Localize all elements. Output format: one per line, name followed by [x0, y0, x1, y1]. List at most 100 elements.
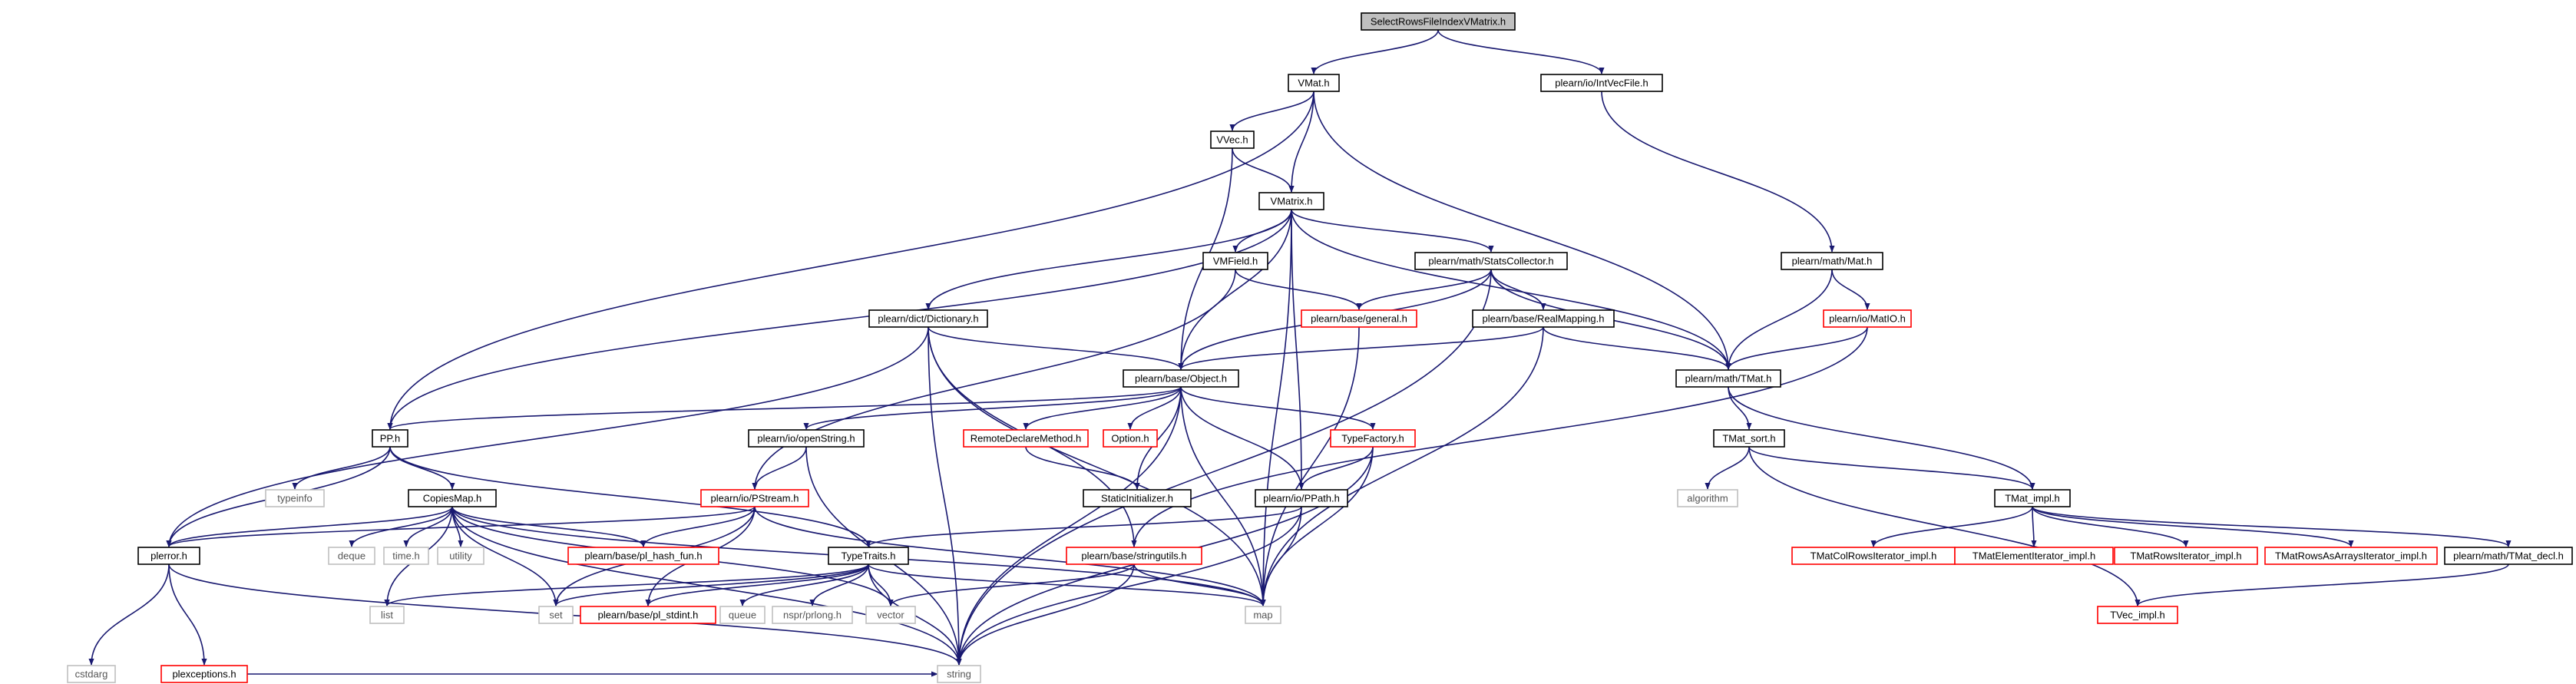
node-label: algorithm [1687, 492, 1728, 504]
node-plerror[interactable]: plerror.h [137, 547, 200, 565]
node-realmapping[interactable]: plearn/base/RealMapping.h [1472, 309, 1615, 328]
edge-typetraits-to-vector [868, 563, 894, 606]
node-typetraits[interactable]: TypeTraits.h [828, 547, 909, 565]
node-box [1823, 309, 1912, 328]
node-box [1677, 489, 1738, 507]
node-box [1255, 489, 1348, 507]
node-matio[interactable]: plearn/io/MatIO.h [1823, 309, 1912, 328]
edge-tmatsort-to-algorithm [1705, 446, 1750, 490]
node-box [437, 547, 484, 565]
node-box [567, 547, 719, 565]
node-vmatrix[interactable]: VMatrix.h [1258, 192, 1324, 210]
edge-object-to-remotedeclare [1023, 386, 1182, 430]
node-box [1675, 369, 1781, 388]
node-box [2097, 606, 2178, 624]
node-stringutils[interactable]: plearn/base/stringutils.h [1066, 547, 1202, 565]
node-remotedeclare[interactable]: RemoteDeclareMethod.h [963, 429, 1089, 448]
node-copiesmap[interactable]: CopiesMap.h [408, 489, 497, 507]
edge-vmat-to-tmat [1313, 91, 1731, 370]
node-tmat[interactable]: plearn/math/TMat.h [1675, 369, 1781, 388]
edge-vmat-to-vvec [1229, 91, 1314, 131]
edge-tmat-to-tmatsort [1728, 386, 1752, 430]
node-label: TMatRowsIterator_impl.h [2130, 550, 2241, 561]
edge-intvecfile-to-mat [1601, 91, 1835, 253]
node-box [1210, 131, 1255, 149]
edge-stringutils-to-string [956, 563, 1135, 666]
node-tmatelement[interactable]: TMatElementIterator_impl.h [1954, 547, 2114, 565]
node-box [1301, 309, 1417, 328]
node-label: TypeFactory.h [1341, 432, 1404, 444]
node-label: vector [877, 609, 904, 620]
node-label: typeinfo [277, 492, 312, 504]
edge-general-to-map [1260, 326, 1360, 606]
node-staticinit[interactable]: StaticInitializer.h [1083, 489, 1192, 507]
edge-statscollector-to-string [956, 269, 1492, 666]
node-dictionary[interactable]: plearn/dict/Dictionary.h [868, 309, 988, 328]
edge-matio-to-tmat [1725, 326, 1868, 370]
edge-object-to-pp [387, 386, 1182, 430]
edge-pstream-to-plerror [166, 506, 756, 547]
node-vmfield[interactable]: VMField.h [1202, 252, 1268, 270]
node-tmatimpl[interactable]: TMat_impl.h [1994, 489, 2071, 507]
node-typefactory[interactable]: TypeFactory.h [1330, 429, 1416, 448]
node-box [160, 665, 248, 683]
node-vvec[interactable]: VVec.h [1210, 131, 1255, 149]
node-tmatrowsasarrays[interactable]: TMatRowsAsArraysIterator_impl.h [2264, 547, 2438, 565]
node-vmat[interactable]: VMat.h [1288, 74, 1340, 92]
node-plstdint[interactable]: plearn/base/pl_stdint.h [580, 606, 716, 624]
node-label: TMatColRowsIterator_impl.h [1810, 550, 1937, 561]
edge-vmatrix-to-pp [387, 209, 1292, 430]
node-tvecimpl[interactable]: TVec_impl.h [2097, 606, 2178, 624]
node-general[interactable]: plearn/base/general.h [1301, 309, 1417, 328]
node-label: plearn/io/openString.h [757, 432, 855, 444]
node-label: plexceptions.h [172, 668, 236, 679]
edge-pstream-to-plhashfun [640, 506, 756, 547]
node-label: PP.h [380, 432, 401, 444]
node-box [1288, 74, 1340, 92]
node-box [1781, 252, 1883, 270]
node-box [1713, 429, 1785, 448]
node-intvecfile[interactable]: plearn/io/IntVecFile.h [1540, 74, 1663, 92]
node-label: queue [729, 609, 756, 620]
node-ppath[interactable]: plearn/io/PPath.h [1255, 489, 1348, 507]
node-box [1123, 369, 1239, 388]
node-openstring[interactable]: plearn/io/openString.h [748, 429, 865, 448]
node-label: TMat_impl.h [2005, 492, 2060, 504]
node-box [580, 606, 716, 624]
node-tmatcolrows[interactable]: TMatColRowsIterator_impl.h [1791, 547, 1956, 565]
node-pstream[interactable]: plearn/io/PStream.h [700, 489, 809, 507]
node-box [1245, 606, 1281, 624]
edge-statscollector-to-general [1356, 269, 1492, 310]
node-box [1994, 489, 2071, 507]
node-plhashfun[interactable]: plearn/base/pl_hash_fun.h [567, 547, 719, 565]
node-statscollector[interactable]: plearn/math/StatsCollector.h [1414, 252, 1568, 270]
edge-root-to-vmat [1311, 29, 1439, 74]
edge-realmapping-to-tmat [1543, 326, 1731, 370]
node-label: plearn/base/pl_stdint.h [598, 609, 699, 620]
node-tmatsort[interactable]: TMat_sort.h [1713, 429, 1785, 448]
node-pp[interactable]: PP.h [372, 429, 408, 448]
node-box [1414, 252, 1568, 270]
node-plexceptions[interactable]: plexceptions.h [160, 665, 248, 683]
node-tmatdecl[interactable]: plearn/math/TMat_decl.h [2444, 547, 2573, 565]
node-mat[interactable]: plearn/math/Mat.h [1781, 252, 1883, 270]
edge-pp-to-typeinfo [292, 446, 391, 490]
node-label: deque [338, 550, 365, 561]
node-option[interactable]: Option.h [1103, 429, 1158, 448]
node-label: utility [449, 550, 472, 561]
node-tmatrowsiter[interactable]: TMatRowsIterator_impl.h [2114, 547, 2258, 565]
edge-openstring-to-pstream [752, 446, 807, 490]
node-box [1540, 74, 1663, 92]
edge-plerror-to-cstdarg [88, 563, 170, 666]
edge-tmatimpl-to-tmatelement [2031, 506, 2037, 547]
edge-tmatimpl-to-tmatdecl [2032, 506, 2512, 547]
node-list: list [369, 606, 405, 624]
node-label: plearn/io/PStream.h [711, 492, 799, 504]
node-box [963, 429, 1089, 448]
node-label: TMatRowsAsArraysIterator_impl.h [2275, 550, 2427, 561]
node-box [1954, 547, 2114, 565]
node-label: plearn/base/pl_hash_fun.h [584, 550, 702, 561]
node-queue: queue [719, 606, 766, 624]
node-object[interactable]: plearn/base/Object.h [1123, 369, 1239, 388]
node-root[interactable]: SelectRowsFileIndexVMatrix.h [1361, 12, 1516, 31]
